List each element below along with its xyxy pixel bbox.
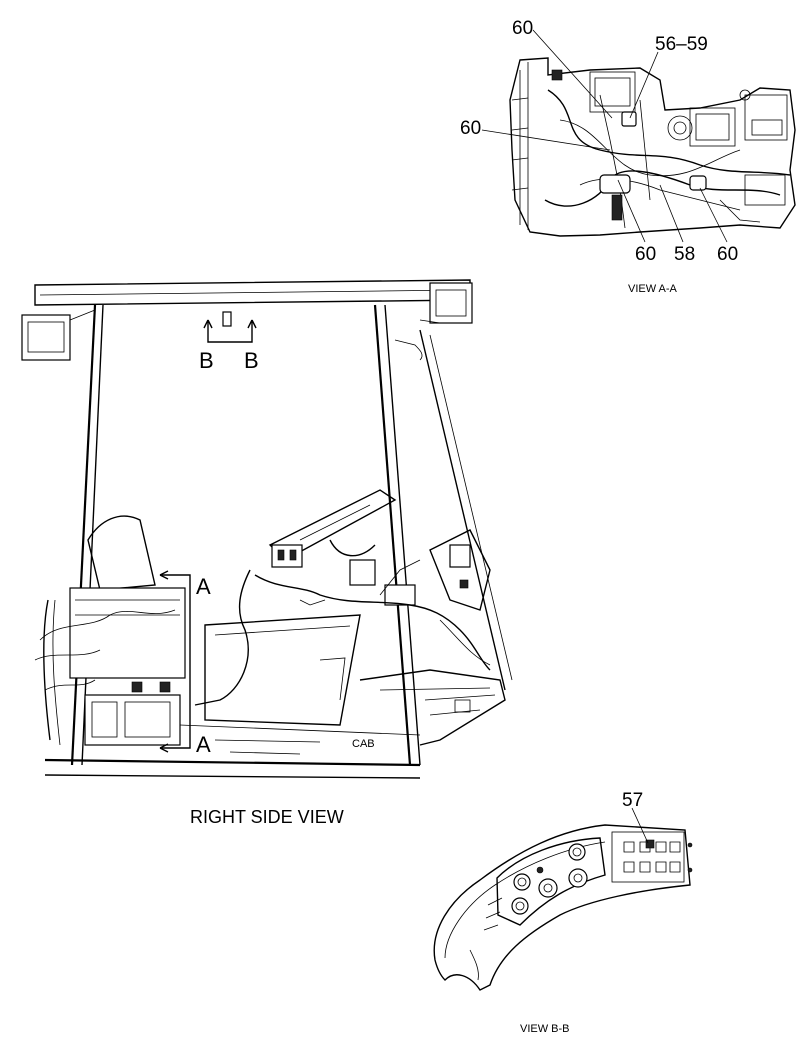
callout-57: 57 bbox=[622, 790, 643, 811]
callout-60-c: 60 bbox=[635, 244, 656, 265]
view-bb-detail: 57 VIEW B-B bbox=[433, 790, 693, 1035]
right-side-view: B B A A bbox=[21, 279, 513, 827]
section-a-bottom: A bbox=[196, 732, 211, 757]
callout-60-a: 60 bbox=[512, 18, 533, 39]
section-b-left: B bbox=[199, 348, 214, 373]
callout-58: 58 bbox=[674, 244, 695, 265]
caption-view-aa: VIEW A-A bbox=[628, 283, 678, 295]
label-cab: CAB bbox=[352, 738, 375, 750]
section-b-right: B bbox=[244, 348, 259, 373]
caption-view-bb: VIEW B-B bbox=[520, 1023, 570, 1035]
caption-right-side-view: RIGHT SIDE VIEW bbox=[190, 807, 344, 827]
view-aa-detail: 60 56–59 60 60 58 60 VIEW A-A bbox=[460, 18, 796, 295]
callout-60-d: 60 bbox=[717, 244, 738, 265]
callout-56-59: 56–59 bbox=[655, 34, 708, 55]
section-a-top: A bbox=[196, 574, 211, 599]
callout-60-b: 60 bbox=[460, 118, 481, 139]
